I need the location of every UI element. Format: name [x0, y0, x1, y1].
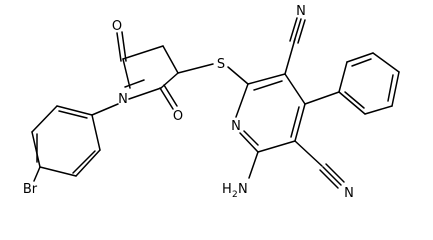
- atom-labels: O O N S N N N Br H 2 N: [23, 4, 354, 201]
- bond-ar1: [91, 114, 101, 151]
- bond-ph-inner2: [387, 74, 394, 102]
- bond-ar5: [31, 105, 58, 133]
- bond-br: [33, 166, 41, 182]
- label-br: Br: [23, 182, 38, 197]
- label-s: S: [217, 57, 225, 72]
- bond-ph6: [338, 91, 366, 115]
- label-o-top: O: [112, 19, 122, 34]
- label-amino: H 2 N: [222, 182, 248, 200]
- bond-co-top-a: [121, 31, 127, 62]
- label-n-nitrile-top: N: [296, 4, 306, 19]
- bond-c5-c4: [122, 58, 131, 89]
- bond-ar3: [39, 166, 77, 177]
- bond-cn-bot-t3: [325, 163, 345, 183]
- bond-ph4: [391, 71, 400, 107]
- bond-cn-top-t3: [297, 19, 306, 44]
- bond-ph1: [338, 61, 348, 93]
- label-amino-h: H: [222, 182, 232, 197]
- bond-co-right-b: [163, 84, 178, 107]
- bond-s-py: [227, 66, 249, 85]
- bond-py3: [294, 103, 306, 142]
- bond-c4-c3: [122, 45, 164, 60]
- bond-cn-top-t2: [293, 18, 302, 43]
- bond-ph5: [364, 105, 393, 115]
- bond-py2: [284, 73, 306, 105]
- bond-c1-n: [128, 87, 162, 100]
- bond-c2-c1: [160, 72, 179, 89]
- bond-co-right-a: [159, 87, 174, 110]
- bond-ph3: [372, 52, 400, 73]
- bond-ph-inner1: [351, 58, 372, 67]
- bond-ph2: [346, 52, 374, 63]
- bond-c-s: [177, 63, 214, 74]
- label-amino-n: N: [238, 182, 248, 197]
- bond-c3-c2: [162, 45, 179, 74]
- bond-py-inner1: [253, 80, 283, 91]
- bond-py5: [239, 132, 259, 153]
- bond-n-ph: [91, 103, 119, 116]
- bond-cn-bot-single: [294, 140, 323, 167]
- bond-ar4: [31, 131, 41, 168]
- bond-py6: [235, 83, 249, 118]
- bond-cn-bot-t2: [322, 166, 342, 186]
- bonds: [31, 17, 400, 189]
- label-o-right: O: [173, 109, 183, 124]
- bond-py1: [247, 73, 286, 85]
- bond-py4: [257, 140, 296, 153]
- bond-cn-bot-t1: [319, 169, 339, 189]
- bond-ar2: [75, 149, 101, 177]
- label-n-pyrrolidine: N: [118, 92, 128, 107]
- label-amino-h-count: 2: [232, 190, 238, 200]
- bond-co-top-b: [116, 32, 122, 62]
- bond-py-inner2: [290, 106, 300, 138]
- bond-ph-inner3: [344, 91, 365, 109]
- bond-ar6: [56, 105, 93, 116]
- bond-py-ph: [304, 91, 340, 105]
- bond-cn-top-single: [284, 38, 296, 75]
- label-n-pyridine: N: [231, 119, 241, 134]
- bond-ar-inner1: [72, 150, 96, 174]
- bond-cn-top-t1: [289, 17, 298, 42]
- bond-py-inner3: [243, 130, 259, 146]
- bond-ar-inner3: [58, 110, 88, 119]
- bond-nh2: [248, 151, 259, 179]
- label-n-nitrile-bottom: N: [344, 186, 354, 201]
- molecule-structure: O O N S N N N Br H 2 N: [23, 4, 400, 201]
- bond-c5-n1: [124, 79, 145, 88]
